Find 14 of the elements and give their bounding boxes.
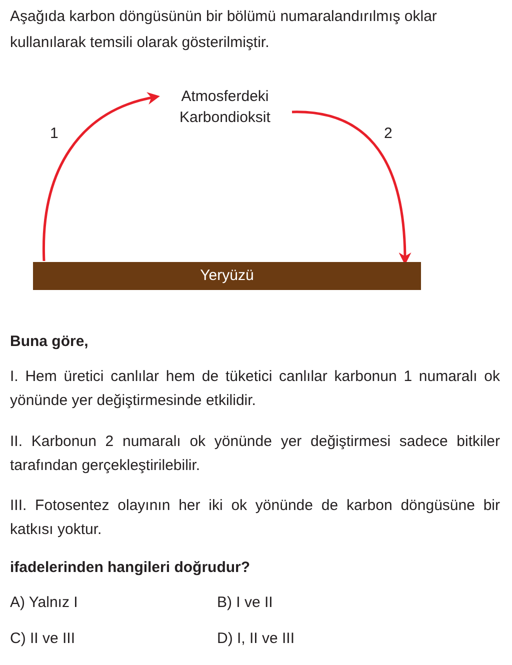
answer-option: C) II ve III — [10, 627, 190, 651]
question-text: ifadelerinden hangileri doğrudur? — [10, 558, 252, 578]
answer-option: A) Yalnız I — [10, 591, 190, 615]
answer-option: B) I ve II — [217, 591, 397, 615]
statement-text: II. Karbonun 2 numaralı ok yönünde yer değiştirmesi sadece bitkiler tarafından gerçekleştirilebilir. — [10, 432, 500, 476]
answer-option: D) I, II ve III — [217, 627, 397, 651]
arrow — [42, 92, 160, 261]
node-text: Atmosferdeki Karbondioksit — [160, 86, 290, 128]
statement-text: III. Fotosentez olayının her iki ok yönünde de karbon döngüsüne bir katkısı yoktur. — [10, 496, 500, 540]
question-lead: Buna göre, — [10, 332, 90, 352]
statement-text: I. Hem üretici canlılar hem de tüketici canlılar karbonun 1 numaralı ok yönünde yer değiştirmesinde etkilidir. — [10, 367, 500, 411]
arrow — [292, 110, 411, 265]
intro-paragraph: Aşağıda karbon döngüsünün bir bölümü numaralandırılmış oklar kullanılarak temsili olarak gösterilmiştir. — [10, 7, 438, 53]
ground-bar: Yeryüzü — [33, 262, 421, 290]
